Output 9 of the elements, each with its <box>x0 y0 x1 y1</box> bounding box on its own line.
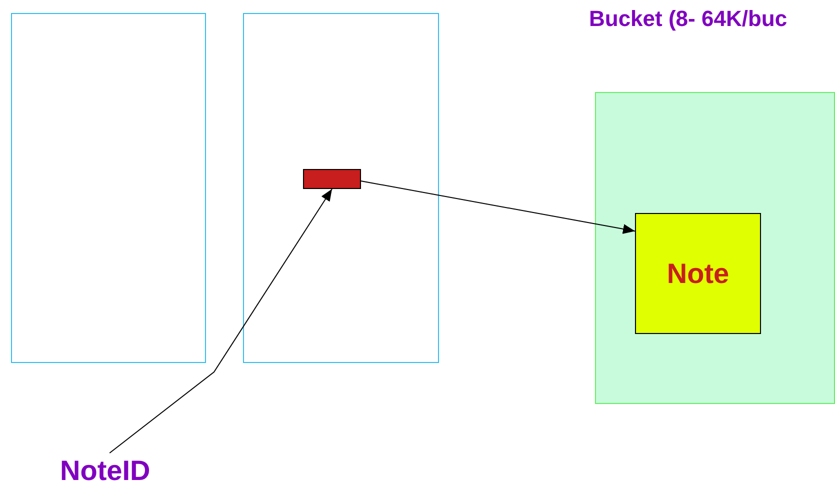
panel-box <box>243 13 439 363</box>
node-label: NoteID <box>60 455 150 487</box>
bar-box <box>303 169 361 189</box>
arrow <box>109 188 332 454</box>
heading-label: Bucket (8- 64K/buc <box>589 6 788 32</box>
note-box: Note <box>635 213 761 334</box>
panel-box <box>595 92 835 404</box>
panel-box <box>11 13 206 363</box>
arrow <box>360 180 636 234</box>
